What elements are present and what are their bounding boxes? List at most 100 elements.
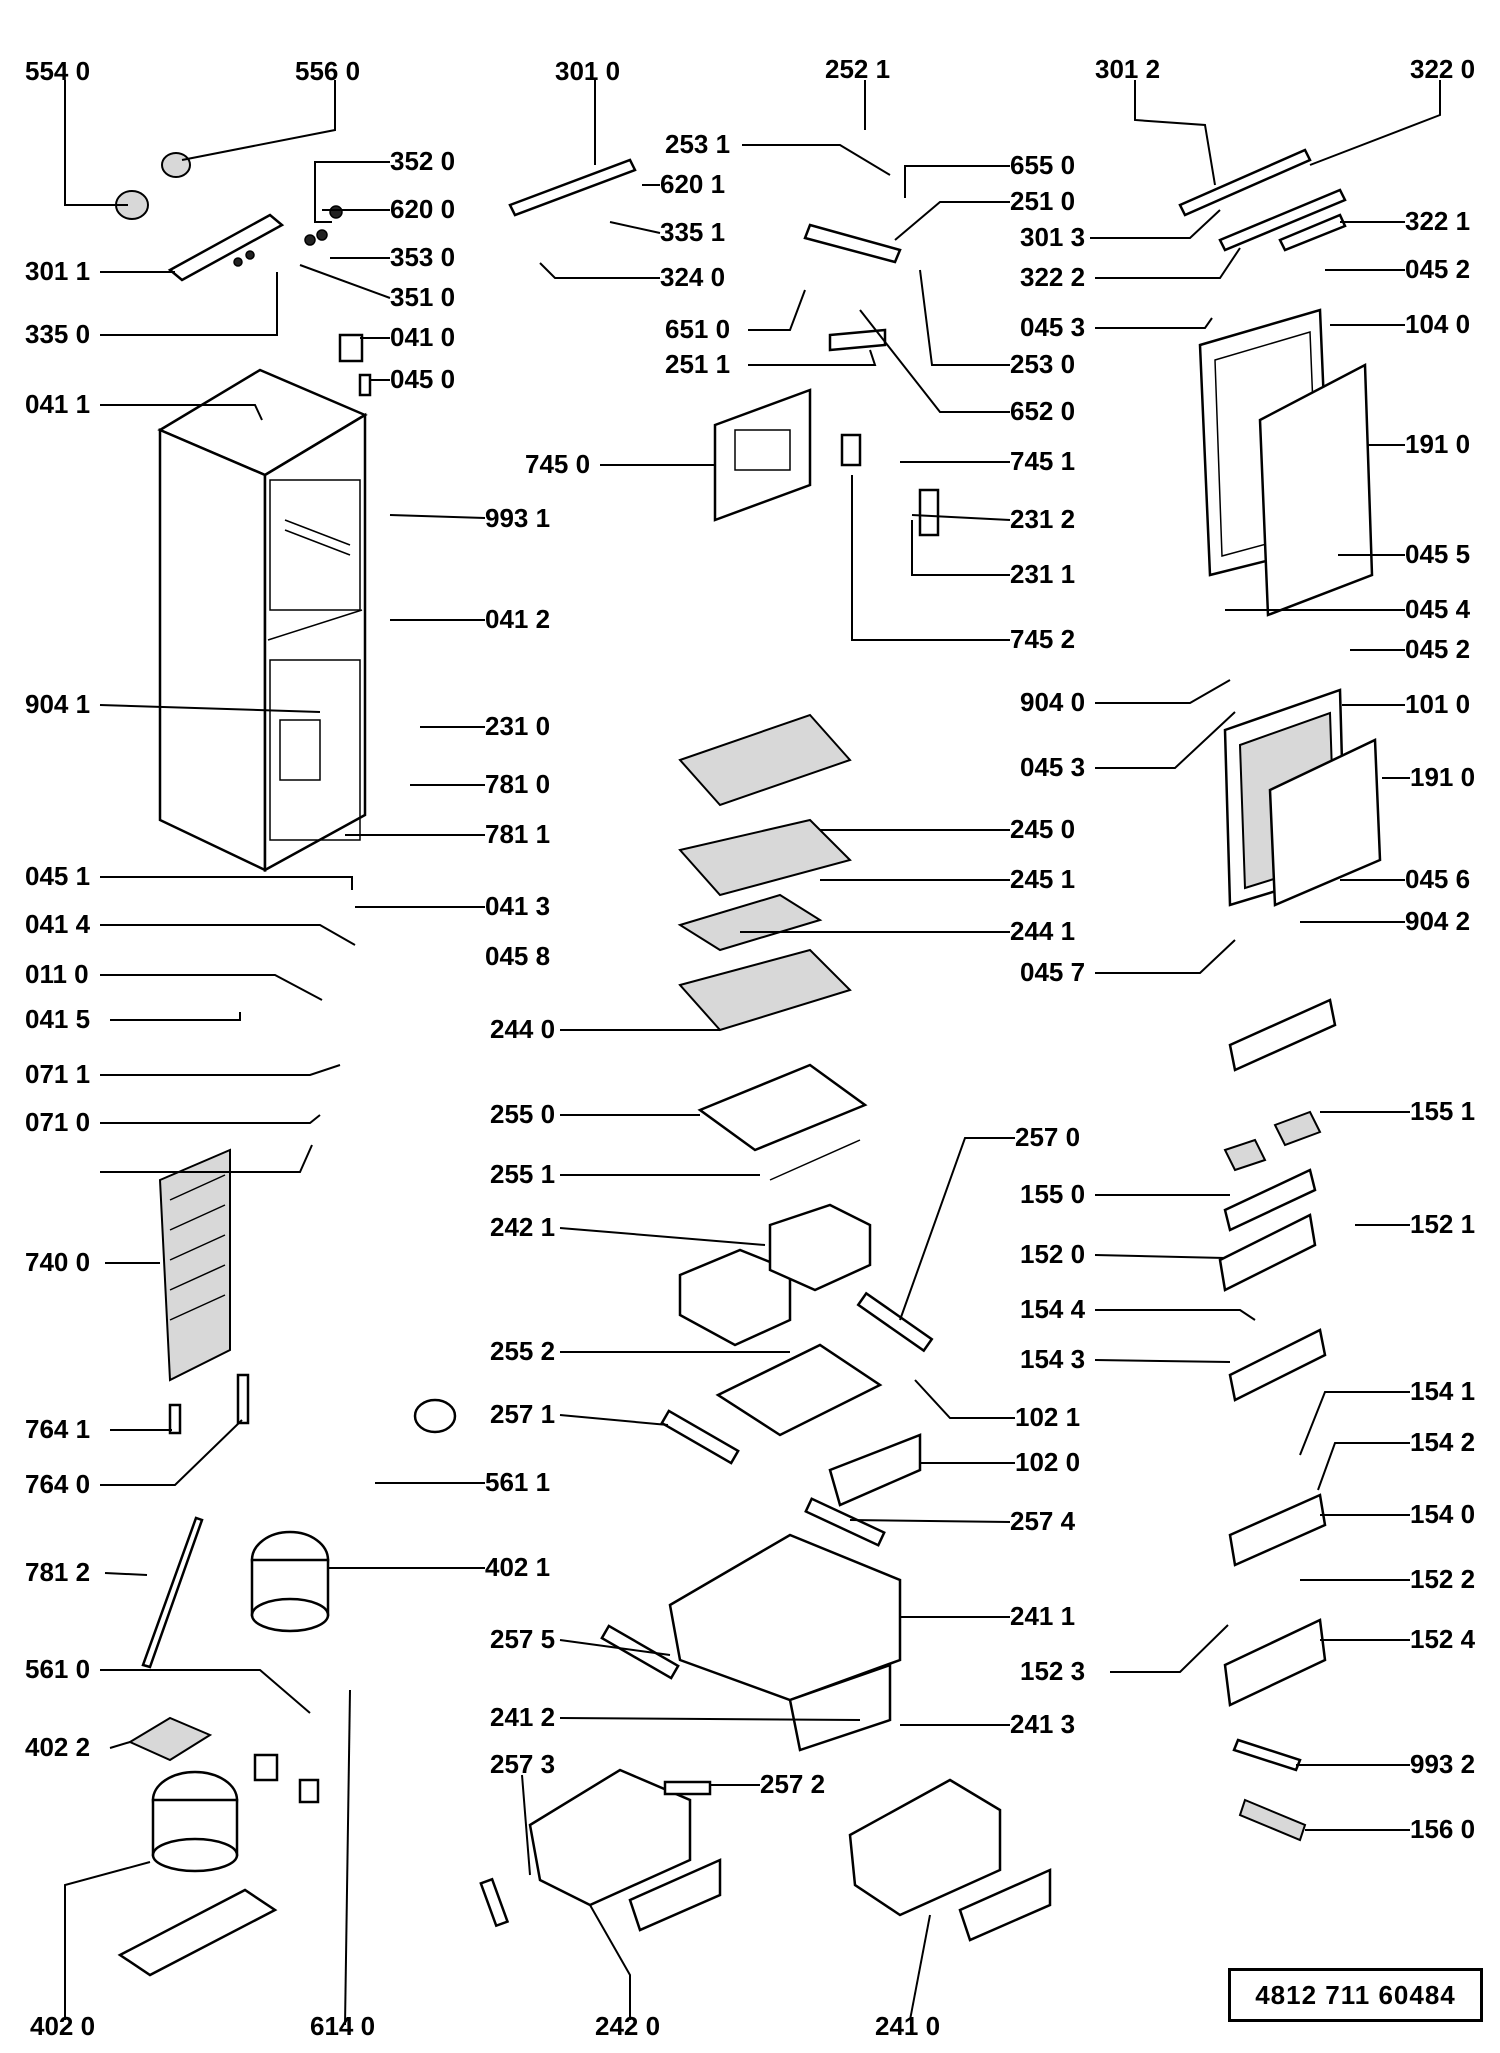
callout-231-2: 231 2 [1010, 504, 1075, 534]
callout-152-2: 152 2 [1410, 1564, 1475, 1594]
callout-244-0: 244 0 [490, 1014, 555, 1044]
callout-242-0: 242 0 [595, 2011, 660, 2041]
callout-351-0: 351 0 [390, 282, 455, 312]
callout-556-0: 556 0 [295, 56, 360, 86]
callout-191-0-top: 191 0 [1405, 429, 1470, 459]
cabinet-drawing [157, 368, 368, 873]
callout-011-0: 011 0 [25, 959, 89, 989]
callout-071-0: 071 0 [25, 1107, 90, 1137]
callout-041-3: 041 3 [485, 891, 550, 921]
callout-045-1: 045 1 [25, 861, 90, 891]
document-number-box: 4812 711 60484 [1228, 1968, 1483, 2022]
callout-764-1: 764 1 [25, 1414, 90, 1444]
callout-241-2: 241 2 [490, 1702, 555, 1732]
callout-045-6: 045 6 [1405, 864, 1470, 894]
callout-257-3: 257 3 [490, 1749, 555, 1779]
callout-154-3: 154 3 [1020, 1344, 1085, 1374]
callout-045-7: 045 7 [1020, 957, 1085, 987]
callout-301-2: 301 2 [1095, 54, 1160, 84]
callout-045-5: 045 5 [1405, 539, 1470, 569]
callout-335-1: 335 1 [660, 217, 725, 247]
callout-257-4: 257 4 [1010, 1506, 1076, 1536]
callout-152-0: 152 0 [1020, 1239, 1085, 1269]
callout-253-1: 253 1 [665, 129, 730, 159]
callout-244-1: 244 1 [1010, 916, 1075, 946]
thermostat-parts-drawing [115, 152, 372, 397]
callout-781-2: 781 2 [25, 1557, 90, 1587]
callout-335-0: 335 0 [25, 319, 90, 349]
callout-245-1: 245 1 [1010, 864, 1075, 894]
callout-655-0: 655 0 [1010, 150, 1075, 180]
callout-241-3: 241 3 [1010, 1709, 1075, 1739]
callout-781-1: 781 1 [485, 819, 550, 849]
callout-045-4: 045 4 [1405, 594, 1471, 624]
callout-322-2: 322 2 [1020, 262, 1085, 292]
callout-257-2: 257 2 [760, 1769, 825, 1799]
door-drawings [1198, 308, 1382, 907]
callout-041-2: 041 2 [485, 604, 550, 634]
callout-904-0: 904 0 [1020, 687, 1085, 717]
callout-257-1: 257 1 [490, 1399, 555, 1429]
callout-301-1: 301 1 [25, 256, 90, 286]
callout-245-0: 245 0 [1010, 814, 1075, 844]
callout-152-3: 152 3 [1020, 1656, 1085, 1686]
compressor-drawing [117, 1398, 457, 1977]
callout-322-0: 322 0 [1410, 54, 1475, 84]
callout-104-0: 104 0 [1405, 309, 1470, 339]
callout-561-0: 561 0 [25, 1654, 90, 1684]
callout-322-1: 322 1 [1405, 206, 1470, 236]
callout-102-1: 102 1 [1015, 1402, 1080, 1432]
condenser-drawing [141, 1148, 250, 1669]
callout-993-2: 993 2 [1410, 1749, 1475, 1779]
callout-045-0: 045 0 [390, 364, 455, 394]
callout-620-1: 620 1 [660, 169, 725, 199]
callout-152-1: 152 1 [1410, 1209, 1475, 1239]
callout-251-1: 251 1 [665, 349, 730, 379]
callout-402-1: 402 1 [485, 1552, 550, 1582]
callout-614-0: 614 0 [310, 2011, 375, 2041]
document-number: 4812 711 60484 [1255, 1979, 1456, 2010]
callout-102-0: 102 0 [1015, 1447, 1080, 1477]
callout-257-5: 257 5 [490, 1624, 555, 1654]
callout-745-1: 745 1 [1010, 446, 1075, 476]
callout-745-0: 745 0 [525, 449, 590, 479]
callout-045-3-mid: 045 3 [1020, 752, 1085, 782]
callout-402-0: 402 0 [30, 2011, 95, 2041]
callout-154-0: 154 0 [1410, 1499, 1475, 1529]
callout-045-8: 045 8 [485, 941, 550, 971]
callout-231-0: 231 0 [485, 711, 550, 741]
callout-255-0: 255 0 [490, 1099, 555, 1129]
callout-352-0: 352 0 [390, 146, 455, 176]
callout-156-0: 156 0 [1410, 1814, 1475, 1844]
callout-241-1: 241 1 [1010, 1601, 1075, 1631]
callout-301-3: 301 3 [1020, 222, 1085, 252]
callout-740-0: 740 0 [25, 1247, 90, 1277]
callout-255-1: 255 1 [490, 1159, 555, 1189]
drawer-drawings [479, 1203, 1052, 1942]
callout-620-0: 620 0 [390, 194, 455, 224]
part-drawings [115, 148, 1382, 1977]
callout-045-2-top: 045 2 [1405, 254, 1470, 284]
callout-904-1: 904 1 [25, 689, 90, 719]
callout-101-0: 101 0 [1405, 689, 1470, 719]
callout-041-0: 041 0 [390, 322, 455, 352]
callout-045-2-mid: 045 2 [1405, 634, 1470, 664]
callout-252-1: 252 1 [825, 54, 890, 84]
callout-554-0: 554 0 [25, 56, 90, 86]
callout-324-0: 324 0 [660, 262, 725, 292]
leader-lines [64, 80, 1441, 2026]
callout-041-1: 041 1 [25, 389, 90, 419]
callout-155-0: 155 0 [1020, 1179, 1085, 1209]
callout-242-1: 242 1 [490, 1212, 555, 1242]
callout-251-0: 251 0 [1010, 186, 1075, 216]
callout-191-0-mid: 191 0 [1410, 762, 1475, 792]
callout-301-0: 301 0 [555, 56, 620, 86]
callout-561-1: 561 1 [485, 1467, 550, 1497]
callout-041-5: 041 5 [25, 1004, 90, 1034]
evaporator-drawing [508, 158, 940, 537]
callout-402-2: 402 2 [25, 1732, 90, 1762]
callout-154-1: 154 1 [1410, 1376, 1475, 1406]
callout-651-0: 651 0 [665, 314, 730, 344]
callout-154-2: 154 2 [1410, 1427, 1475, 1457]
